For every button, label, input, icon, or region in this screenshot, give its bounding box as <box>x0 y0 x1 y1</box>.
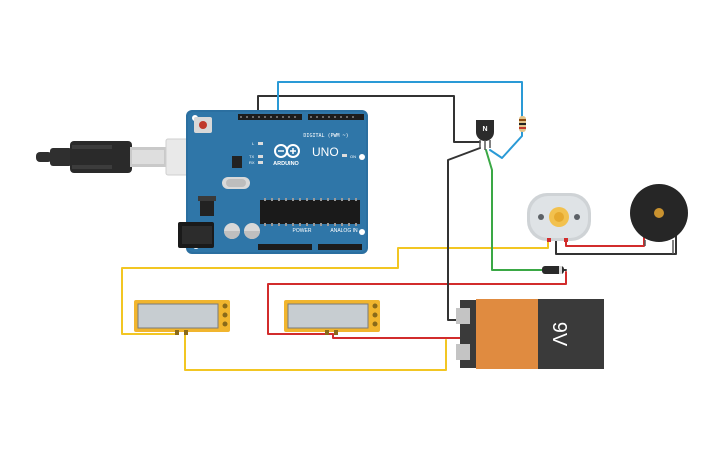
resistor-icon[interactable] <box>519 116 526 132</box>
transistor-label: N <box>482 126 487 133</box>
wire-yellow-bottom[interactable] <box>184 333 447 371</box>
voltage-regulator <box>200 200 214 216</box>
diode-icon[interactable] <box>542 266 564 274</box>
slide-potentiometer-2[interactable] <box>284 300 380 335</box>
arduino-brand: ARDUINO <box>273 161 299 167</box>
battery-terminal-pos[interactable] <box>456 344 470 360</box>
tx-led <box>258 155 263 158</box>
atmega-chip <box>260 200 360 224</box>
rx-led <box>258 161 263 164</box>
slide-potentiometer-1[interactable] <box>134 300 230 335</box>
analog-label: ANALOG IN <box>330 228 358 234</box>
mount-hole <box>359 154 365 160</box>
wire-red-pot[interactable] <box>267 271 567 335</box>
power-header[interactable] <box>258 244 312 250</box>
usb-cable-icon[interactable] <box>36 138 205 176</box>
battery-9v[interactable]: 9V <box>456 299 604 369</box>
analog-header[interactable] <box>318 244 362 250</box>
wire-yellow-top[interactable] <box>121 239 549 335</box>
wire-red-buzzer[interactable] <box>565 233 645 247</box>
reset-button-cap[interactable] <box>199 121 207 129</box>
usb-chip <box>232 156 242 168</box>
battery-terminal-neg[interactable] <box>456 308 470 324</box>
on-led <box>342 154 347 157</box>
arduino-model: UNO <box>312 145 339 159</box>
wire-black-down[interactable] <box>447 147 481 321</box>
tx-label: TX <box>249 154 254 159</box>
wire-black-gnd[interactable] <box>257 95 481 143</box>
on-label: ON <box>350 154 356 159</box>
wire-red-battery[interactable] <box>332 333 461 339</box>
battery-label: 9V <box>548 322 570 347</box>
piezo-buzzer-icon[interactable] <box>630 184 688 254</box>
rx-label: RX <box>249 160 255 165</box>
npn-transistor[interactable]: N <box>476 120 494 150</box>
power-label: POWER <box>293 228 312 234</box>
dc-motor-icon[interactable] <box>527 193 591 242</box>
mount-hole <box>359 229 365 235</box>
wire-black-motor[interactable] <box>555 233 677 255</box>
wire-green[interactable] <box>485 149 543 271</box>
digital-label: DIGITAL (PWM ~) <box>303 133 348 139</box>
l-label: L <box>252 141 255 146</box>
l-led <box>258 142 263 145</box>
arduino-logo-icon <box>274 144 300 158</box>
arduino-uno-board[interactable]: DIGITAL (PWM ~) ARDUINO UNO ON L TX RX <box>178 110 368 254</box>
